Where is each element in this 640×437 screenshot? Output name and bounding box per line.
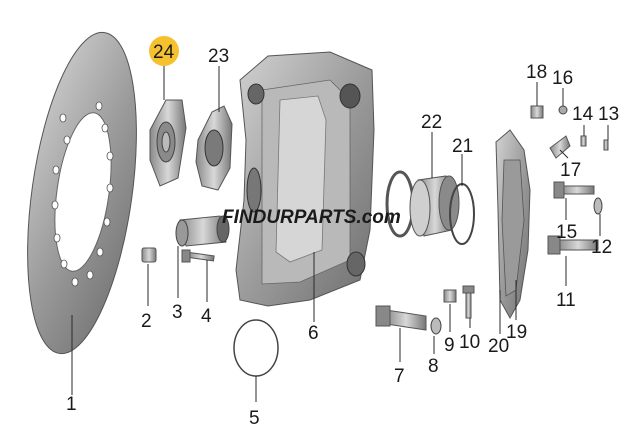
brake-pad-part [495,129,531,320]
part-label-7: 7 [394,366,405,387]
part-label-20: 20 [488,336,509,357]
washer-12-part [593,197,603,215]
watermark-text: FINDURPARTS.com [222,207,401,228]
pin-13-part [603,139,609,151]
screw-part [181,249,215,263]
part-label-4: 4 [201,306,212,327]
part-label-21: 21 [452,136,473,157]
small-nut-part [141,247,157,263]
part-label-9: 9 [444,335,455,356]
part-label-22: 22 [421,112,442,133]
small-bracket-17-part [549,135,571,159]
part-label-11: 11 [556,290,576,311]
ball-16-part [558,105,568,115]
bolt-11-part [547,235,599,255]
part-label-14: 14 [572,104,594,125]
caliper-housing [235,51,375,307]
part-label-13: 13 [598,104,619,125]
part-label-2: 2 [141,311,152,332]
leader-lines [71,66,609,402]
screw-14-part [580,135,587,147]
part-labels: 1 2 3 4 5 6 7 8 9 10 11 12 13 14 15 16 1… [66,42,619,429]
bushing-seal-part [385,170,460,238]
part-label-3: 3 [172,302,183,323]
screw-10-part [462,285,475,319]
nut-9-part [443,289,457,303]
part-label-15: 15 [556,222,577,243]
part-label-16: 16 [552,68,573,89]
bracket-plate-part [195,105,233,191]
part-label-6: 6 [308,323,319,344]
part-label-18: 18 [526,62,547,83]
part-label-23: 23 [208,46,229,67]
part-label-8: 8 [428,356,439,377]
bolt-15-part [553,181,595,199]
seal-ring-part [233,319,279,377]
piston-sleeve-part [175,215,230,247]
part-label-12: 12 [591,237,612,258]
highlight-marker [149,36,179,66]
part-label-24: 24 [153,42,175,63]
washer-8-part [430,317,442,335]
guide-pin-part [375,305,427,331]
part-label-19: 19 [506,322,527,343]
brake-disc [27,31,137,355]
nut-18-part [530,105,544,119]
cap-flange-part [149,99,187,187]
part-label-10: 10 [459,332,480,353]
part-label-17: 17 [560,160,581,181]
part-label-5: 5 [249,408,260,429]
part-label-1: 1 [66,394,77,415]
